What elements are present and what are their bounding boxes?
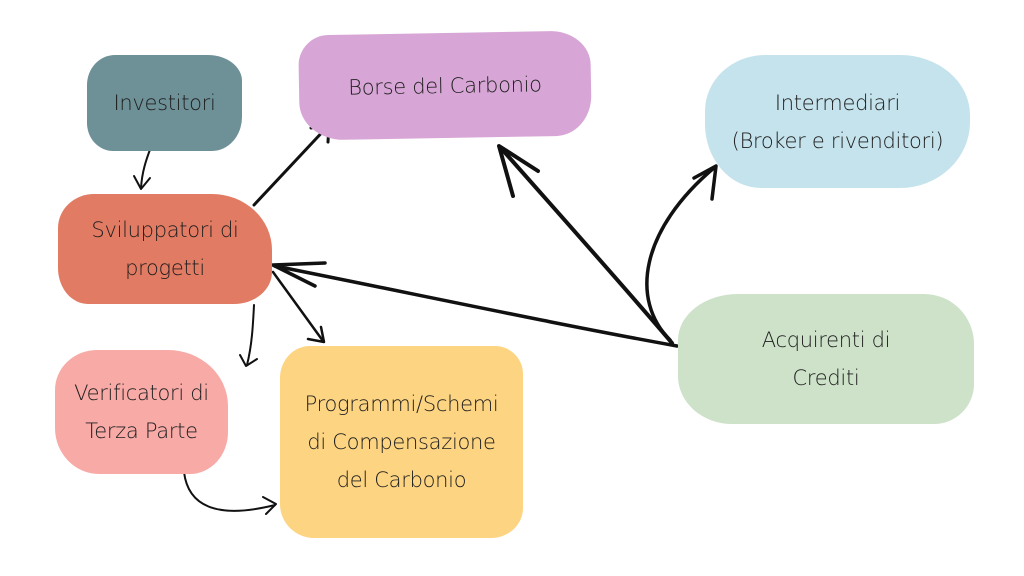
arrowhead-acquirenti-sviluppatori [271, 261, 327, 288]
node-acquirenti-di-crediti: Acquirenti di Crediti [678, 294, 974, 424]
node-investitori: Investitori [87, 55, 242, 151]
arrowhead-acquirenti-intermediari [692, 164, 718, 201]
node-label-verificatori: Verificatori di Terza Parte [74, 381, 209, 443]
edge-acquirenti-intermediari [645, 165, 717, 342]
edge-sviluppatori-verificatori [246, 304, 255, 366]
edge-acquirenti-borse [498, 145, 674, 345]
node-label-sviluppatori: Sviluppatori di progetti [91, 218, 239, 280]
arrowhead-acquirenti-borse [497, 144, 540, 198]
arrowhead-verificatori-programmi [262, 496, 277, 515]
arrowhead-investitori-sviluppatori [133, 175, 151, 190]
node-sviluppatori-di-progetti: Sviluppatori di progetti [58, 194, 272, 304]
node-label-programmi: Programmi/Schemi di Compensazione del Ca… [304, 392, 499, 492]
node-label-acquirenti: Acquirenti di Crediti [761, 328, 891, 390]
node-intermediari: Intermediari (Broker e rivenditori) [705, 55, 970, 188]
edge-verificatori-programmi [183, 471, 276, 512]
arrowhead-sviluppatori-programmi [306, 325, 326, 344]
node-label-borse: Borse del Carbonio [348, 71, 542, 100]
node-verificatori-di-terza-parte: Verificatori di Terza Parte [55, 350, 228, 474]
edge-sviluppatori-programmi [271, 270, 325, 343]
node-programmi-schemi-di-compensazione: Programmi/Schemi di Compensazione del Ca… [280, 346, 523, 538]
edge-sviluppatori-borse [252, 124, 330, 207]
node-label-investitori: Investitori [113, 91, 216, 115]
node-label-intermediari: Intermediari (Broker e rivenditori) [731, 90, 944, 153]
edge-acquirenti-sviluppatori [273, 264, 679, 348]
arrowhead-sviluppatori-verificatori [239, 354, 258, 367]
node-borse-del-carbonio: Borse del Carbonio [298, 30, 592, 141]
